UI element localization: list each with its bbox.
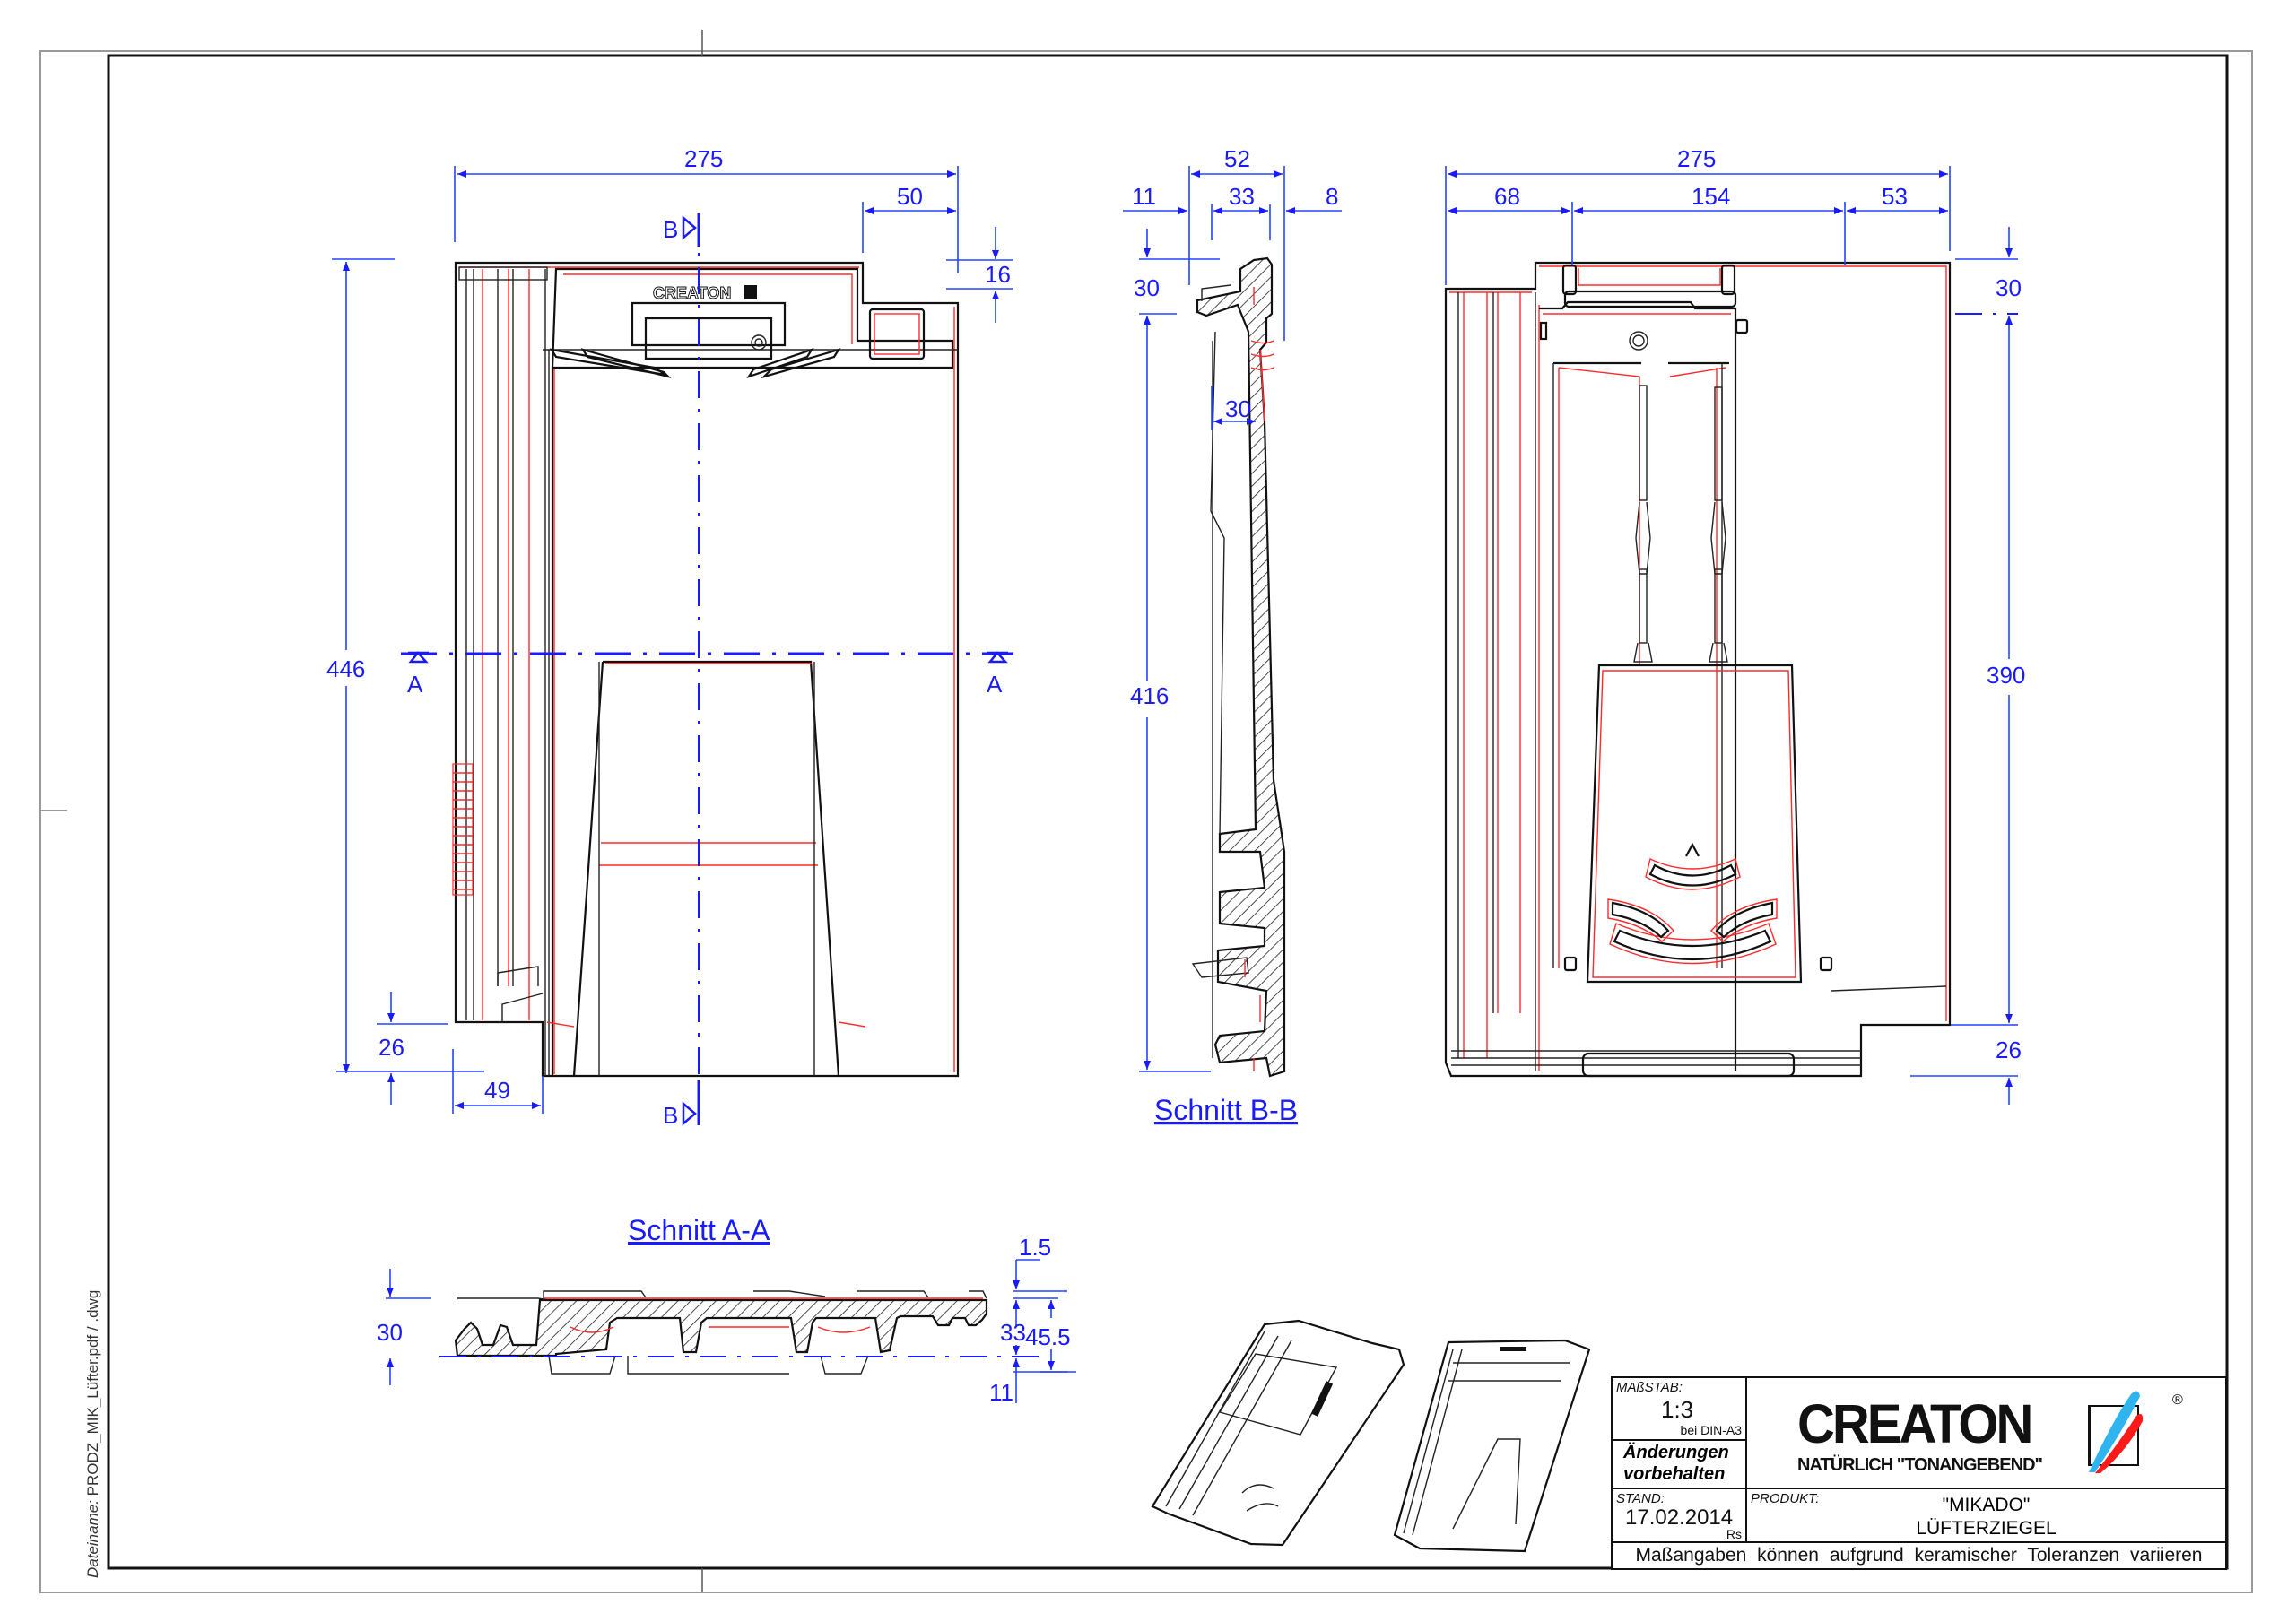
section-aa-title: Schnitt A-A — [628, 1214, 770, 1246]
section-marker-a-left: A — [407, 651, 429, 698]
dim-right-offset: 50 — [897, 183, 923, 210]
dim-length-bottom: 390 — [1987, 662, 2025, 689]
rib-marks — [452, 763, 474, 896]
vent-openings — [1607, 842, 1778, 965]
tile-logo-text: CREATON — [653, 284, 731, 302]
iso-view-top — [1393, 1339, 1591, 1553]
dim-height-left: 30 — [377, 1319, 403, 1346]
scale-cell: MAßSTAB: 1:3 bei DIN-A3 — [1613, 1378, 1747, 1441]
registered-mark: ® — [2172, 1392, 2183, 1408]
section-bb-dimensions: 52 11 33 8 30 416 30 — [1123, 145, 1342, 1072]
dim-overall-width: 275 — [684, 145, 723, 172]
dim-right-bottom: 53 — [1882, 183, 1908, 210]
dim-top-offset: 1.5 — [1019, 1234, 1051, 1261]
top-view-dimensions: 275 50 16 446 26 49 — [326, 145, 1013, 1114]
top-view: CREATON B B — [326, 145, 1013, 1129]
dim-bottom-offset: 49 — [484, 1077, 510, 1104]
iso-view-underside — [1151, 1319, 1405, 1547]
dim-bottom-step-bottom: 26 — [1996, 1037, 2022, 1063]
dim-bottom-step: 26 — [378, 1034, 404, 1061]
brand-logo: CREATON — [1797, 1393, 2033, 1455]
brand-box — [2088, 1405, 2139, 1466]
section-aa: Schnitt A-A 30 1.5 33 45.5 — [377, 1214, 1076, 1406]
dim-length: 416 — [1130, 682, 1169, 709]
dim-right: 8 — [1326, 183, 1338, 210]
scale-value: 1:3 — [1661, 1396, 1694, 1423]
dim-right-step: 16 — [985, 261, 1011, 288]
stand-cell: STAND: 17.02.2014 Rs — [1613, 1489, 1747, 1543]
changes-line-1: Änderungen — [1623, 1443, 1729, 1462]
stand-date: 17.02.2014 — [1625, 1505, 1734, 1530]
dim-bottom-offset-aa: 11 — [989, 1379, 1013, 1406]
dim-top-height: 30 — [1134, 274, 1160, 301]
tolerance-note: Maßangaben können aufgrund keramischer T… — [1635, 1545, 2203, 1566]
dim-middle-bottom: 154 — [1692, 183, 1730, 210]
changes-line-2: vorbehalten — [1623, 1464, 1726, 1484]
product-type: LÜFTERZIEGEL — [1916, 1518, 2057, 1539]
logo-cell: CREATON NATÜRLICH "TONANGEBEND" ® — [1747, 1378, 2225, 1489]
dim-height-mid: 33 — [1000, 1319, 1026, 1346]
section-aa-dimensions: 30 1.5 33 45.5 11 — [377, 1234, 1076, 1406]
dim-top-height-bottom: 30 — [1996, 274, 2022, 301]
bottom-view: 275 68 154 53 30 390 26 — [1444, 145, 2025, 1105]
sheet-frame — [39, 30, 2253, 1593]
dim-overall-width-bottom: 275 — [1677, 145, 1716, 172]
scale-note: bei DIN-A3 — [1680, 1423, 1742, 1437]
filename-label: Dateiname: PRODZ_MIK_Lüfter.pdf / .dwg — [84, 1289, 101, 1578]
svg-text:B: B — [663, 216, 678, 243]
dim-height-total: 45.5 — [1025, 1323, 1071, 1350]
section-marker-a-right: A — [987, 651, 1008, 698]
dim-left: 11 — [1132, 183, 1156, 210]
changes-cell: Änderungen vorbehalten — [1613, 1441, 1747, 1489]
dim-inner-width: 30 — [1225, 395, 1251, 422]
dim-left-bottom: 68 — [1494, 183, 1520, 210]
svg-text:A: A — [407, 671, 423, 698]
section-bb: 52 11 33 8 30 416 30 Schnitt B-B — [1123, 145, 1342, 1126]
section-marker-b-top: B — [663, 213, 700, 247]
dim-overall-height: 446 — [326, 655, 365, 682]
dim-total-depth: 52 — [1224, 145, 1250, 172]
brand-swoosh-icon — [2089, 1391, 2144, 1473]
product-name: "MIKADO" — [1942, 1495, 2031, 1515]
brand-tagline: NATÜRLICH "TONANGEBEND" — [1797, 1455, 2043, 1475]
scale-label: MAßSTAB: — [1616, 1380, 1683, 1395]
filename-value: PRODZ_MIK_Lüfter.pdf / .dwg — [84, 1289, 101, 1496]
section-bb-title: Schnitt B-B — [1154, 1094, 1298, 1126]
product-cell: PRODUKT: "MIKADO" LÜFTERZIEGEL — [1747, 1489, 2225, 1543]
title-block: MAßSTAB: 1:3 bei DIN-A3 Änderungen vorbe… — [1611, 1376, 2227, 1570]
stand-label: STAND: — [1616, 1491, 1665, 1506]
dim-middle: 33 — [1229, 183, 1255, 210]
bottom-ribs — [1633, 385, 1728, 663]
isometric-views — [1151, 1319, 1591, 1553]
svg-text:B: B — [663, 1102, 678, 1129]
svg-text:A: A — [987, 671, 1003, 698]
product-label: PRODUKT: — [1751, 1491, 1820, 1506]
stand-initials: Rs — [1726, 1527, 1742, 1541]
section-marker-b-bottom: B — [663, 1080, 700, 1129]
bottom-view-dimensions: 275 68 154 53 30 390 26 — [1445, 145, 2025, 1105]
